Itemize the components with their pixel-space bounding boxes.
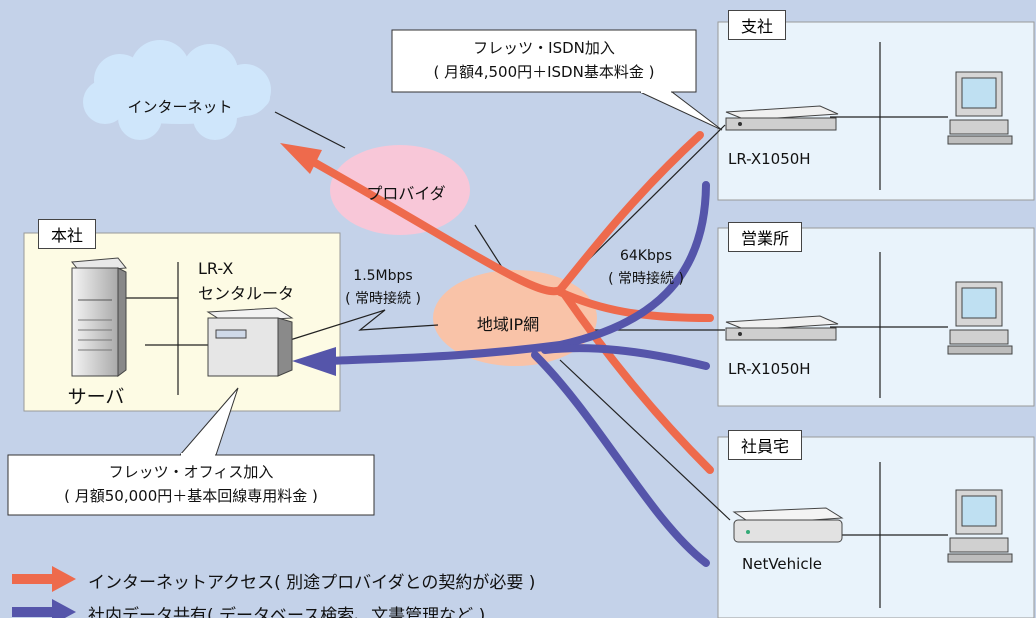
callout-isdn-pointer: [639, 91, 723, 131]
hq-title: 本社: [38, 219, 97, 249]
router-label-role: センタルータ: [198, 284, 295, 303]
server-icon: [71, 257, 127, 377]
callout-isdn-box: [391, 29, 697, 93]
data-sharing-arrows: [326, 181, 710, 567]
callout-office-box: [7, 454, 375, 516]
branch-router-icon: [725, 105, 839, 131]
internet-cloud: [83, 40, 271, 140]
router-label-model: LR-X: [198, 259, 234, 278]
pc-icon-branch: [947, 71, 1013, 145]
center-router-icon: [206, 307, 294, 377]
sales-router-label: LR-X1050H: [728, 360, 811, 378]
provider-label: プロバイダ: [366, 184, 446, 203]
link-branch-type: ( 常時接続 ): [608, 271, 684, 287]
link-branch-speed: 64Kbps: [619, 248, 673, 264]
callout-isdn-line1: フレッツ・ISDN加入: [473, 39, 615, 57]
internet-arrowhead: [280, 143, 322, 174]
pc-icon-sales: [947, 281, 1013, 355]
home-title: 社員宅: [728, 430, 803, 460]
branch-router-label: LR-X1050H: [728, 150, 811, 168]
netvehicle-label: NetVehicle: [742, 555, 822, 573]
data-arrowhead: [292, 347, 336, 376]
sales-title: 営業所: [728, 222, 803, 252]
netvehicle-icon: [732, 507, 844, 543]
internet-label: インターネット: [127, 98, 233, 116]
sales-router-icon: [725, 315, 839, 341]
legend-data-text: 社内データ共有( データベース検索、文書管理など ): [88, 606, 486, 618]
legend-data-arrow: [12, 599, 76, 618]
internet-access-arrows: [306, 131, 714, 474]
legend-internet-arrow: [12, 566, 76, 592]
branch-title: 支社: [728, 10, 787, 40]
legend-internet-text: インターネットアクセス( 別途プロバイダとの契約が必要 ): [88, 573, 536, 593]
callout-isdn-line2: ( 月額4,500円＋ISDN基本料金 ): [433, 63, 655, 81]
link-hq-type: ( 常時接続 ): [345, 291, 421, 307]
server-label: サーバ: [67, 386, 125, 408]
provider-cloud: [330, 145, 470, 235]
callout-office-line2: ( 月額50,000円＋基本回線専用料金 ): [64, 487, 318, 505]
callout-office-line1: フレッツ・オフィス加入: [108, 463, 274, 481]
pc-icon-home: [947, 489, 1013, 563]
link-hq-speed: 1.5Mbps: [353, 268, 413, 284]
ipnet-label: 地域IP網: [476, 315, 540, 334]
